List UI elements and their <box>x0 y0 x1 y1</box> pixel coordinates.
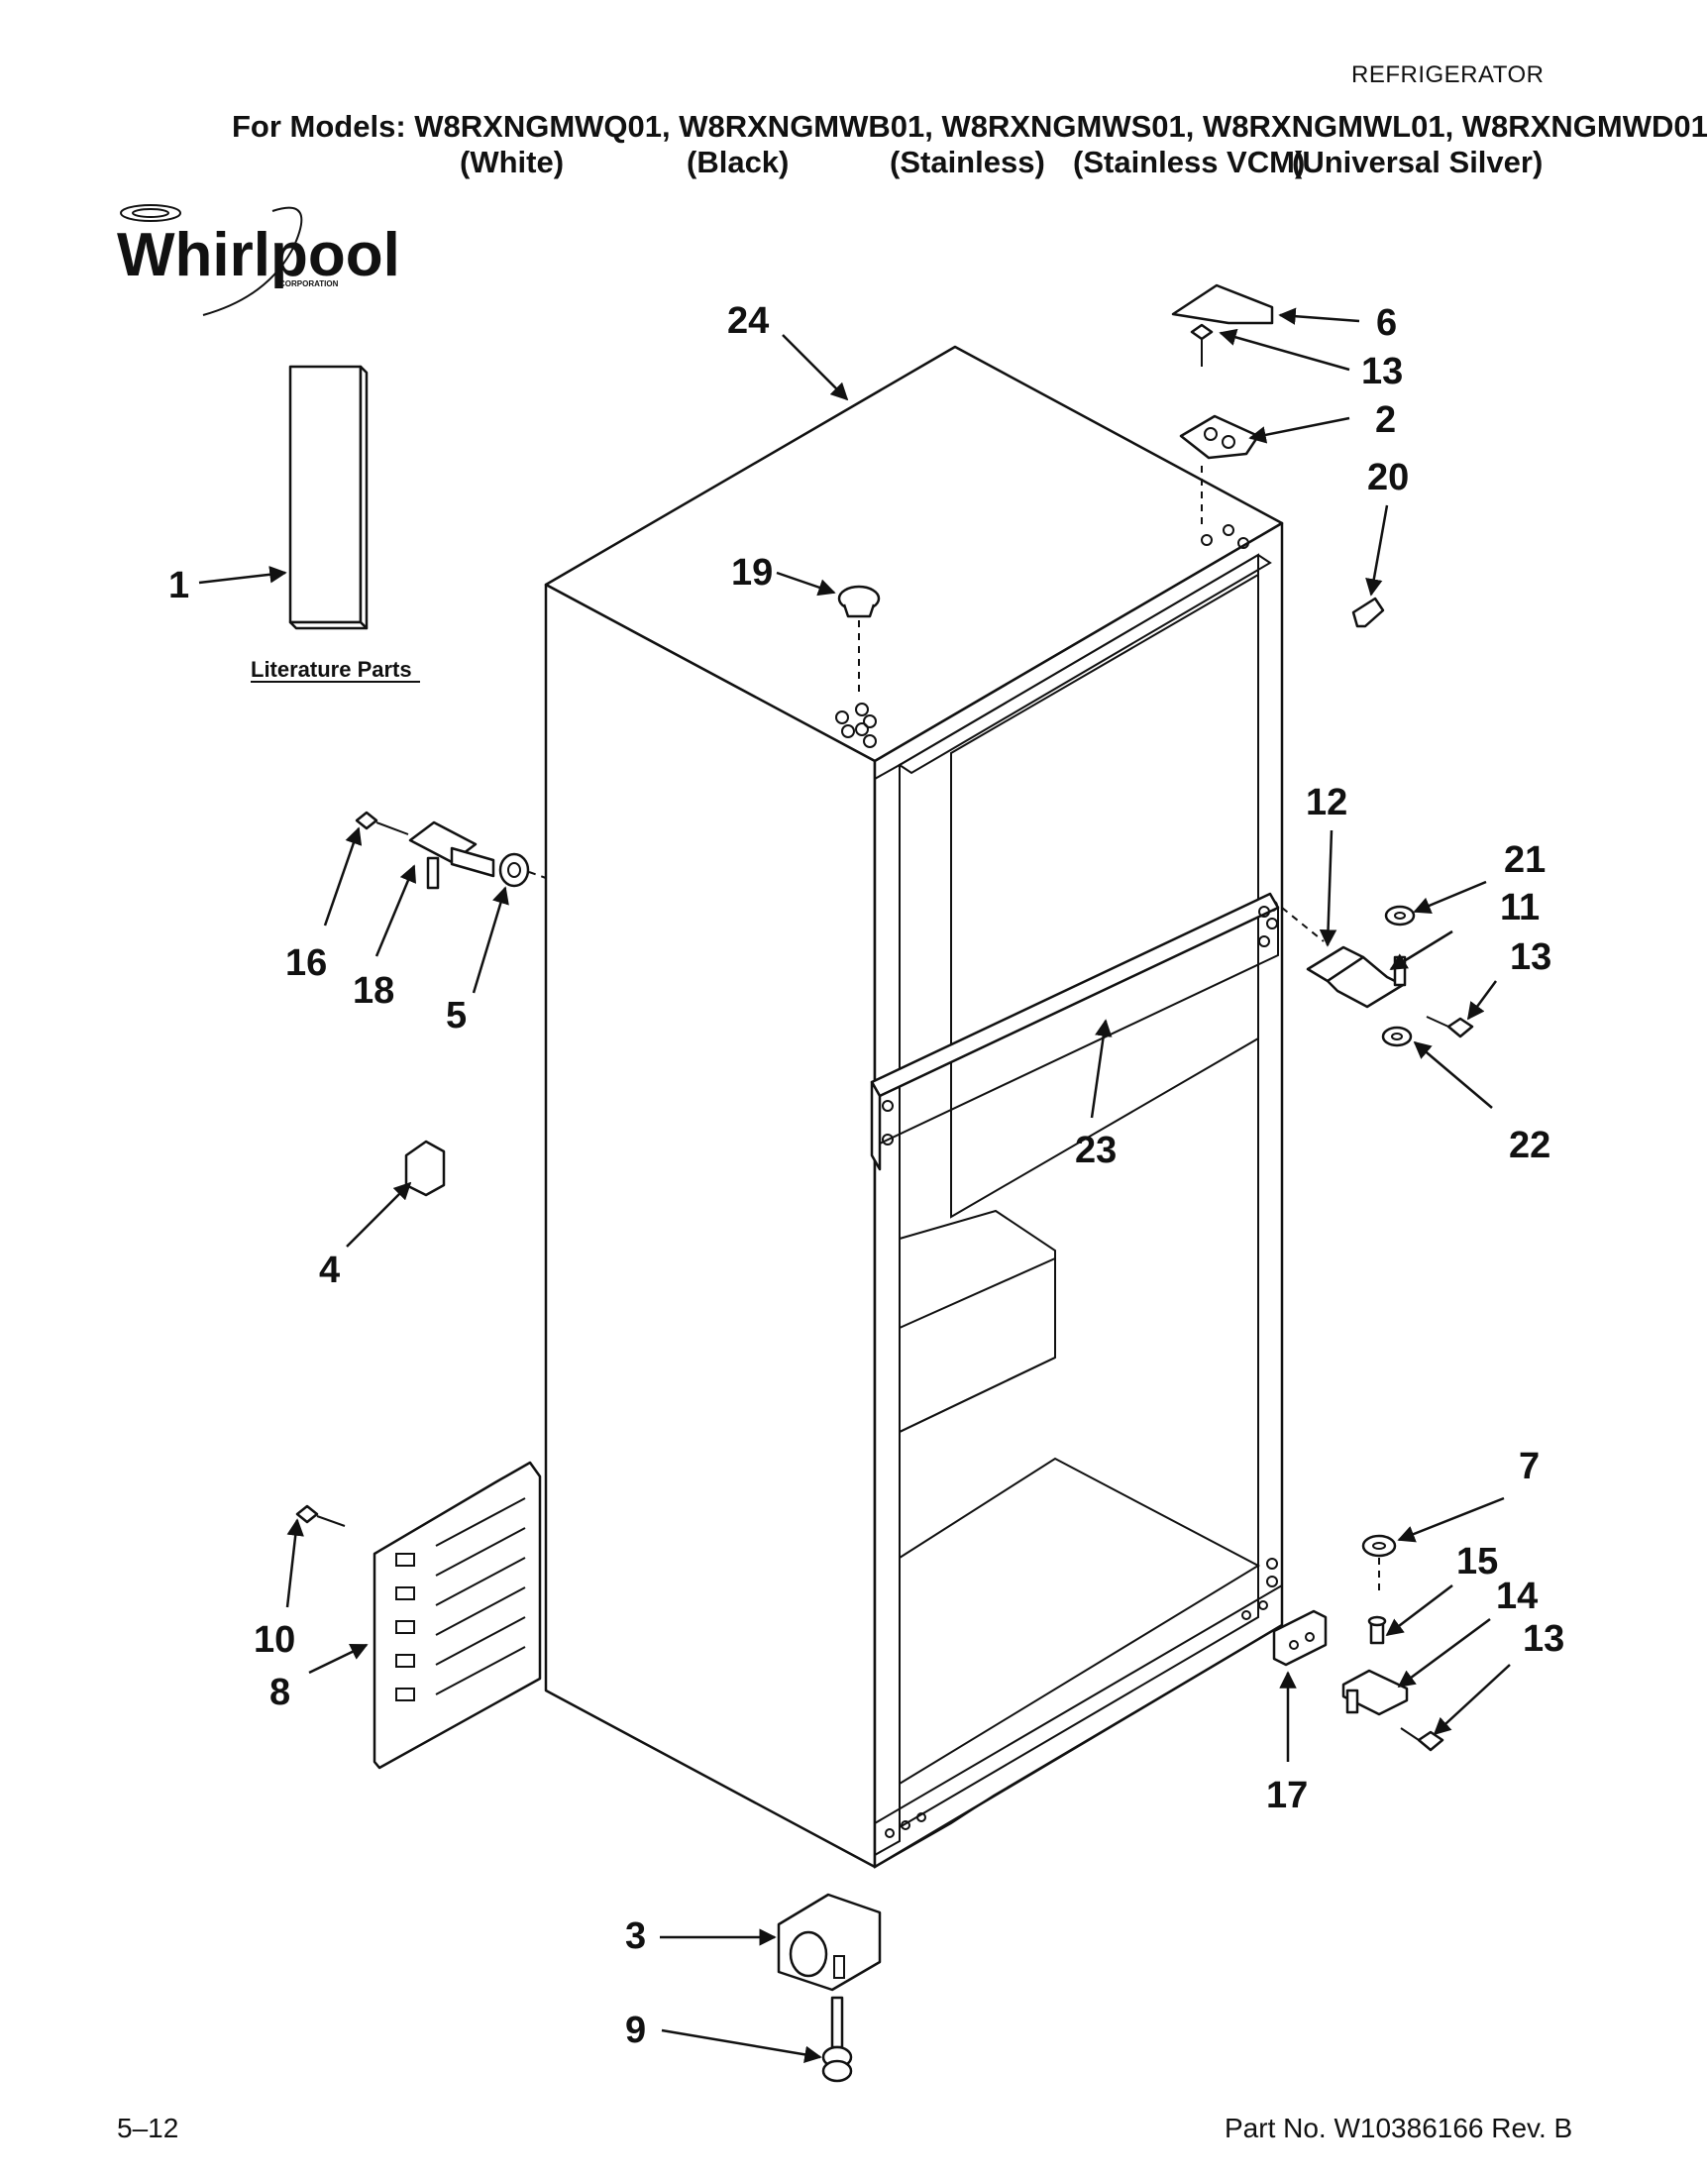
callout-1: 1 <box>168 565 189 606</box>
part-18-hinge-bracket <box>408 820 495 890</box>
callout-2: 2 <box>1375 399 1396 441</box>
color-stainless: (Stainless) <box>890 145 1045 179</box>
callout-19: 19 <box>731 552 773 594</box>
page-number: 5–12 <box>117 2113 179 2143</box>
callout-3: 3 <box>625 1915 646 1957</box>
part-2-upper-hinge <box>1179 414 1260 525</box>
callout-15: 15 <box>1456 1541 1498 1582</box>
models-line: For Models: W8RXNGMWQ01, W8RXNGMWB01, W8… <box>232 109 1708 144</box>
part-6-hinge-cover <box>1171 283 1274 325</box>
part-21-washer <box>1384 905 1416 927</box>
part-17-spacer <box>1272 1609 1328 1667</box>
callout-8: 8 <box>269 1672 290 1713</box>
part-13-screw-center <box>1426 1016 1474 1038</box>
divider-rail-23 <box>870 892 1280 1171</box>
leader-lines <box>198 307 1511 2064</box>
part-13-screw-top <box>1190 323 1214 367</box>
callout-23: 23 <box>1075 1130 1117 1171</box>
cabinet-24 <box>544 345 1284 1869</box>
logo-sub: CORPORATION <box>279 279 339 288</box>
callout-14: 14 <box>1496 1576 1538 1617</box>
part-13-screw-lower <box>1400 1727 1444 1752</box>
callout-9: 9 <box>625 2010 646 2051</box>
callout-4: 4 <box>319 1250 340 1291</box>
callout-11: 11 <box>1500 887 1540 928</box>
callout-13-top: 13 <box>1361 351 1403 392</box>
callout-13-center: 13 <box>1510 936 1551 978</box>
logo-brand: Whirlpool <box>117 221 400 289</box>
callout-18: 18 <box>353 970 394 1012</box>
callout-13-lower: 13 <box>1523 1618 1564 1660</box>
part-5-bushing <box>498 852 547 888</box>
color-white: (White) <box>460 145 565 179</box>
literature-booklet: Literature Parts <box>251 365 420 683</box>
callout-16: 16 <box>285 942 327 984</box>
callout-12: 12 <box>1306 782 1347 823</box>
callout-5: 5 <box>446 995 467 1036</box>
part-3-roller <box>777 1893 882 1992</box>
part-12-11-center-hinge <box>1281 907 1407 1009</box>
part-14-lower-hinge <box>1341 1669 1409 1716</box>
whirlpool-logo: Whirlpool CORPORATION <box>117 204 400 316</box>
callout-17: 17 <box>1266 1775 1308 1816</box>
callout-7: 7 <box>1519 1446 1540 1487</box>
callout-24: 24 <box>727 300 769 342</box>
part-20-hinge-pin-cover <box>1351 597 1385 628</box>
part-19-plug <box>835 585 881 736</box>
part-number: Part No. W10386166 Rev. B <box>1225 2113 1573 2143</box>
model-colors-row: (White) (Black) (Stainless) (Stainless V… <box>0 145 1685 184</box>
part-10-screw <box>295 1504 346 1527</box>
part-16-screw <box>355 811 409 835</box>
callout-20: 20 <box>1367 457 1409 498</box>
color-stainless-vcm: (Stainless VCM) <box>1073 145 1306 179</box>
part-4-clip <box>404 1140 446 1197</box>
rear-access-panel-8 <box>373 1461 542 1770</box>
part-9-leveler <box>821 1996 853 2083</box>
part-7-washer <box>1361 1534 1397 1595</box>
part-22-washer <box>1381 1026 1413 1047</box>
part-15-pin <box>1367 1615 1387 1645</box>
literature-label: Literature Parts <box>251 657 412 682</box>
callout-10: 10 <box>254 1619 295 1661</box>
color-black: (Black) <box>687 145 790 179</box>
callout-21: 21 <box>1504 839 1546 881</box>
callout-numbers: 1 2 3 4 5 6 7 8 9 10 11 12 13 13 13 14 1… <box>168 300 1564 2051</box>
callout-6: 6 <box>1376 302 1397 344</box>
color-universal-silver: (Universal Silver) <box>1292 145 1544 179</box>
callout-22: 22 <box>1509 1125 1550 1166</box>
document-type: REFRIGERATOR <box>1351 61 1545 88</box>
